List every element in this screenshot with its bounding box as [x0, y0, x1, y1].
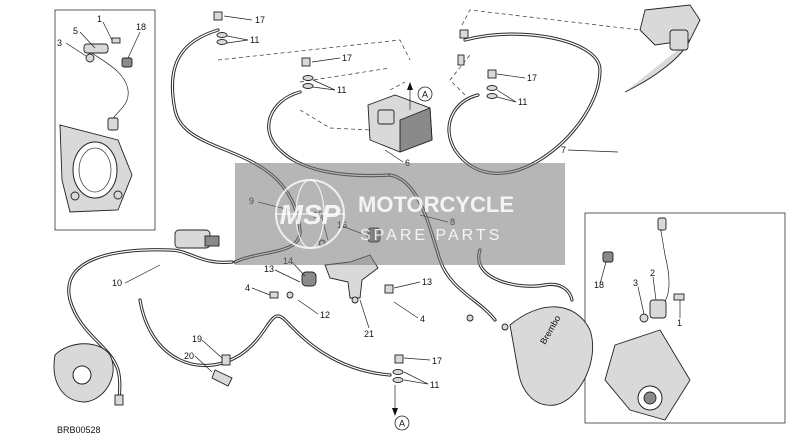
callout-11: 11 — [250, 35, 259, 45]
callout-13: 13 — [422, 277, 432, 287]
callout-18: 18 — [136, 22, 146, 32]
callout-7: 7 — [561, 145, 566, 155]
svg-text:A: A — [399, 419, 405, 429]
callout-19: 19 — [192, 334, 202, 344]
callout-labels: 1 3 5 18 17 11 17 11 17 11 6 7 8 9 10 15… — [57, 14, 682, 390]
rear-sensor-inset — [54, 9, 156, 231]
callout-3: 3 — [633, 278, 638, 288]
callout-18: 18 — [594, 280, 604, 290]
components: Brembo — [53, 4, 701, 416]
callout-1: 1 — [97, 14, 102, 24]
watermark-logo: MSP — [280, 199, 341, 230]
callout-17: 17 — [342, 53, 352, 63]
watermark: MSP MOTORCYCLE SPARE PARTS — [235, 163, 565, 265]
callout-4: 4 — [245, 283, 250, 293]
callout-20: 20 — [184, 351, 194, 361]
diagram-code: BRB00528 — [57, 425, 101, 435]
svg-text:A: A — [422, 90, 428, 100]
callout-21: 21 — [364, 329, 374, 339]
ref-marker-bottom: A — [394, 415, 410, 431]
watermark-line1: MOTORCYCLE — [358, 192, 514, 217]
callout-17: 17 — [255, 15, 265, 25]
ref-marker-top: A — [417, 86, 433, 102]
callout-11: 11 — [518, 97, 527, 107]
callout-11: 11 — [430, 380, 439, 390]
front-sensor-inset — [584, 212, 786, 424]
watermark-line2: SPARE PARTS — [360, 227, 502, 244]
callout-12: 12 — [320, 310, 330, 320]
callout-10: 10 — [112, 278, 122, 288]
callout-17: 17 — [527, 73, 537, 83]
callout-11: 11 — [337, 85, 346, 95]
callout-17: 17 — [432, 356, 442, 366]
callout-13: 13 — [264, 264, 274, 274]
callout-2: 2 — [650, 268, 655, 278]
callout-5: 5 — [73, 26, 78, 36]
callout-3: 3 — [57, 38, 62, 48]
callout-1: 1 — [677, 318, 682, 328]
callout-4: 4 — [420, 314, 425, 324]
